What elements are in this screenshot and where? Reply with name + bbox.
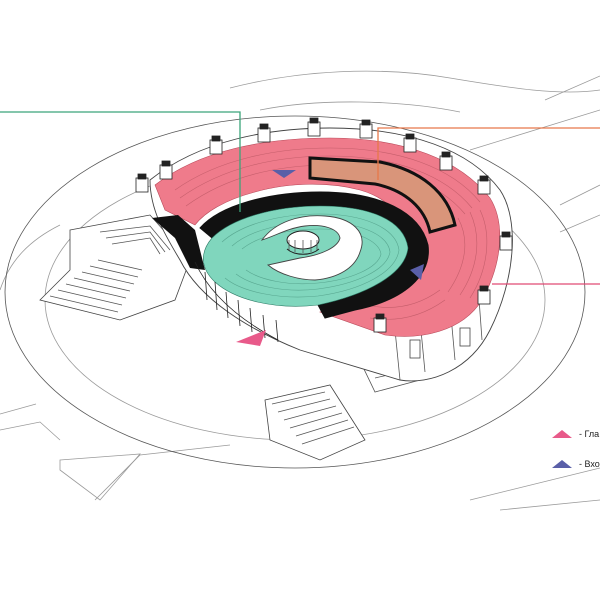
entrance-marker-east xyxy=(410,264,424,280)
callout-line-box-section xyxy=(377,127,600,180)
legend-main-entrance-marker xyxy=(552,430,572,438)
box-seating-section xyxy=(308,156,457,234)
callout-line-inner-seating xyxy=(0,111,241,212)
facade-windows xyxy=(409,327,471,359)
central-stage-platform xyxy=(260,215,363,281)
legend-label-main-entrance: - Гла xyxy=(579,429,600,439)
structural-wall-west xyxy=(152,215,205,270)
inner-colonnade xyxy=(194,261,279,343)
parapet-piers xyxy=(135,117,513,333)
legend-label-entrance: - Вхо xyxy=(579,459,600,469)
entrance-marker-north xyxy=(272,170,296,178)
plaza-outline xyxy=(4,115,586,469)
main-entrance-marker xyxy=(236,330,266,346)
legend-entrance-marker xyxy=(552,460,572,468)
site-lines xyxy=(0,70,600,511)
west-staircase xyxy=(39,214,191,321)
